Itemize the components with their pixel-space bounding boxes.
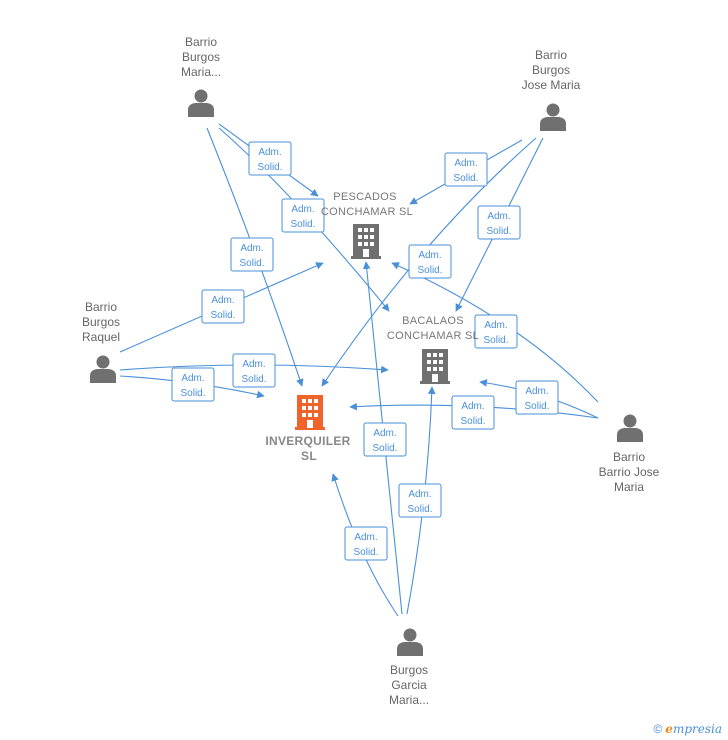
edge-label: Adm. Solid. xyxy=(474,314,518,349)
person-burgos-raquel[interactable]: Barrio Burgos Raquel xyxy=(82,300,120,383)
building-icon xyxy=(420,349,450,384)
edge-label: Adm. Solid. xyxy=(248,141,292,176)
person-barrio-jose-line1: Barrio xyxy=(613,450,645,464)
edge-label-line: Adm. xyxy=(258,147,281,158)
edge-label-line: Solid. xyxy=(180,388,205,399)
edge-label: Adm. Solid. xyxy=(477,205,521,240)
edge-label: Adm. Solid. xyxy=(444,152,488,187)
company-bacalaos[interactable]: BACALAOS CONCHAMAR SL xyxy=(387,315,479,384)
person-burgos-maria-line3: Maria... xyxy=(181,65,221,79)
person-icon xyxy=(617,414,643,442)
edge-label-line: Solid. xyxy=(417,265,442,276)
person-icon xyxy=(397,628,423,656)
person-garcia-maria[interactable]: Burgos Garcia Maria... xyxy=(389,628,429,708)
edge-label-line: Solid. xyxy=(372,443,397,454)
company-bacalaos-line2: CONCHAMAR SL xyxy=(387,330,479,342)
person-garcia-maria-line1: Burgos xyxy=(390,663,428,677)
person-burgos-jose[interactable]: Barrio Burgos Jose Maria xyxy=(522,48,581,131)
person-barrio-jose-line2: Barrio Jose xyxy=(599,465,660,479)
edge-label-line: Solid. xyxy=(210,310,235,321)
person-burgos-maria[interactable]: Barrio Burgos Maria... xyxy=(181,35,221,117)
edge-label: Adm. Solid. xyxy=(281,198,325,233)
edge-label-line: Adm. xyxy=(242,359,265,370)
person-burgos-jose-line1: Barrio xyxy=(535,48,567,62)
edge-label: Adm. Solid. xyxy=(171,367,215,402)
edge-label-line: Solid. xyxy=(241,374,266,385)
edge-label-line: Solid. xyxy=(486,226,511,237)
edge-label-line: Adm. xyxy=(484,320,507,331)
edge-label-line: Solid. xyxy=(524,401,549,412)
company-bacalaos-line1: BACALAOS xyxy=(402,315,464,327)
edge-label-line: Adm. xyxy=(461,401,484,412)
person-burgos-raquel-line2: Burgos xyxy=(82,315,120,329)
person-icon xyxy=(540,103,566,131)
edge-label: Adm. Solid. xyxy=(451,395,495,430)
edge-label-line: Solid. xyxy=(239,258,264,269)
company-inverquiler-line2: SL xyxy=(301,449,317,463)
company-pescados[interactable]: PESCADOS CONCHAMAR SL xyxy=(321,191,413,259)
edge-label-line: Solid. xyxy=(290,219,315,230)
edge-label-line: Adm. xyxy=(181,373,204,384)
brand-initial: e xyxy=(665,722,673,736)
person-icon xyxy=(90,355,116,383)
company-inverquiler[interactable]: INVERQUILER SL xyxy=(265,395,350,463)
edge-label-line: Adm. xyxy=(454,158,477,169)
company-pescados-line1: PESCADOS xyxy=(333,191,397,203)
edge-label-line: Adm. xyxy=(408,489,431,500)
copyright-symbol: © xyxy=(653,722,663,736)
person-burgos-raquel-line3: Raquel xyxy=(82,330,120,344)
edge-label-line: Solid. xyxy=(353,547,378,558)
edge-label: Adm. Solid. xyxy=(232,353,276,388)
person-burgos-maria-line2: Burgos xyxy=(182,50,220,64)
person-burgos-raquel-line1: Barrio xyxy=(85,300,117,314)
edge-label-line: Adm. xyxy=(525,386,548,397)
edge-label-line: Solid. xyxy=(453,173,478,184)
company-inverquiler-line1: INVERQUILER xyxy=(265,434,350,448)
edge-label-line: Adm. xyxy=(354,532,377,543)
person-garcia-maria-line3: Maria... xyxy=(389,693,429,707)
edge-label-line: Adm. xyxy=(291,204,314,215)
edge-label: Adm. Solid. xyxy=(344,526,388,561)
footer-brand[interactable]: ©empresia xyxy=(653,722,722,736)
edge-label: Adm. Solid. xyxy=(408,244,452,279)
edge-label-line: Adm. xyxy=(373,428,396,439)
edge-label-line: Adm. xyxy=(418,250,441,261)
person-barrio-jose-line3: Maria xyxy=(614,480,644,494)
edge-label-line: Solid. xyxy=(257,162,282,173)
edge-label-line: Adm. xyxy=(211,295,234,306)
edge-label: Adm. Solid. xyxy=(201,289,245,324)
person-burgos-jose-line3: Jose Maria xyxy=(522,78,581,92)
person-garcia-maria-line2: Garcia xyxy=(391,678,427,692)
edge-label-line: Solid. xyxy=(483,335,508,346)
person-burgos-maria-line1: Barrio xyxy=(185,35,217,49)
person-burgos-jose-line2: Burgos xyxy=(532,63,570,77)
company-pescados-line2: CONCHAMAR SL xyxy=(321,206,413,218)
building-icon xyxy=(351,224,381,259)
edge-label: Adm. Solid. xyxy=(230,237,274,272)
edge-label: Adm. Solid. xyxy=(515,380,559,415)
edge-label-line: Solid. xyxy=(460,416,485,427)
person-icon xyxy=(188,89,214,117)
brand-name: mpresia xyxy=(672,722,722,736)
building-icon xyxy=(295,395,325,430)
person-barrio-jose[interactable]: Barrio Barrio Jose Maria xyxy=(599,414,660,495)
edge-label-line: Solid. xyxy=(407,504,432,515)
edge-label-line: Adm. xyxy=(240,243,263,254)
edge-label: Adm. Solid. xyxy=(398,483,442,518)
edge-labels: Adm. Solid. Adm. Solid. Adm. Solid. Adm. Solid.… xyxy=(171,141,559,561)
edge-label: Adm. Solid. xyxy=(363,422,407,457)
edge-label-line: Adm. xyxy=(487,211,510,222)
